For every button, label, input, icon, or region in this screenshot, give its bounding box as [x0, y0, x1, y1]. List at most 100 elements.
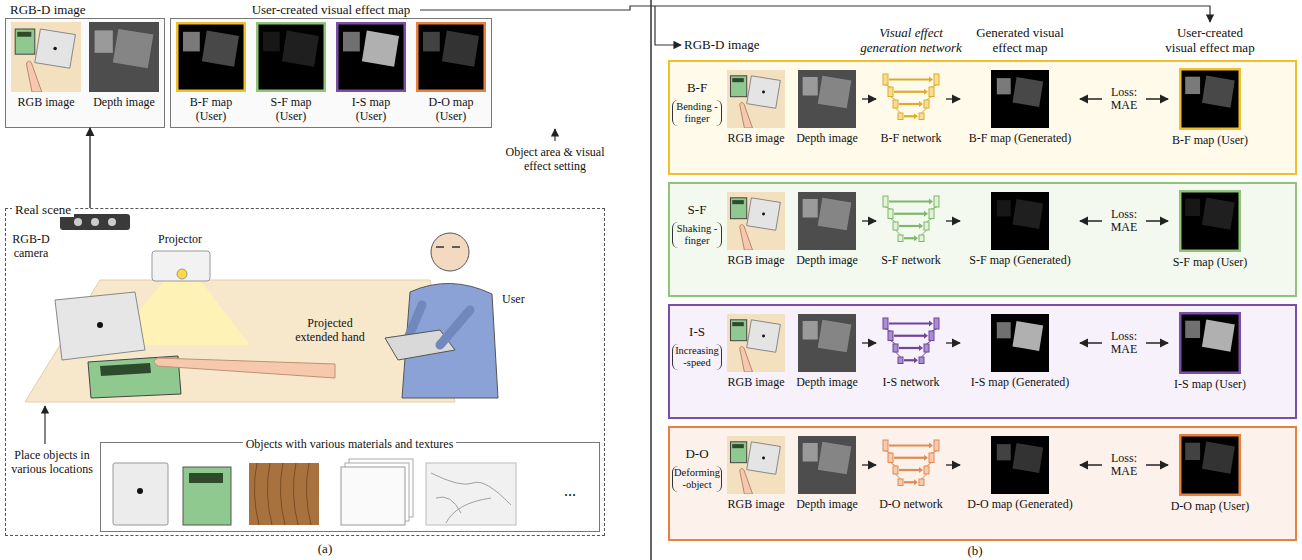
effect-map: I-S map (User): [334, 22, 408, 123]
edge-label: Loss: MAE: [1102, 86, 1146, 112]
skip-arrow-head: [924, 211, 928, 217]
network-block: B-F network: [876, 70, 946, 145]
skip-arrow: [894, 335, 925, 337]
thumbnail-image: [11, 22, 81, 92]
panel-heading: RGB-D image: [10, 2, 164, 17]
decoder-block: [919, 235, 924, 242]
encoder-block: [898, 113, 903, 120]
heading-holder: Objects with various materials and textu…: [101, 434, 599, 452]
projected-arm: [154, 358, 335, 378]
effect-map: S-F map (User): [1168, 190, 1252, 269]
marble-vein: [431, 473, 511, 523]
image-caption: D-O map (User): [1168, 499, 1252, 513]
decoder-block: [919, 479, 924, 486]
up-link: [922, 474, 927, 479]
image-caption: I-S map (Generated): [960, 375, 1080, 389]
depth-object: [803, 443, 818, 462]
thumbnail-image: [991, 192, 1049, 250]
objects-box: Objects with various materials and textu…: [100, 442, 600, 532]
map-ground: [991, 192, 1049, 250]
encoder-block: [893, 344, 898, 352]
connector-arrow: [862, 220, 876, 221]
image-caption: B-F map (Generated): [960, 131, 1080, 145]
finger: [740, 468, 753, 494]
image-thumbnail: RGB image: [9, 22, 83, 109]
skip-arrow-head: [924, 455, 928, 461]
encoder-block: [888, 453, 893, 463]
encoder-block: [893, 222, 898, 230]
network-diagram: [879, 436, 943, 494]
projector-lens: [177, 269, 187, 279]
encoder-block: [893, 466, 898, 474]
network-diagram: [879, 314, 943, 372]
panel-heading: User-created visual effect map: [171, 2, 491, 17]
skip-arrow-head: [919, 101, 923, 107]
skip-arrow: [889, 444, 930, 446]
connector-arrow: [946, 342, 960, 343]
depth-object: [818, 76, 852, 108]
effect-map: I-S map (User): [1168, 312, 1252, 391]
skip-arrow-head: [914, 235, 918, 241]
image-thumbnail: RGB image: [724, 70, 788, 145]
image-caption: RGB image: [9, 95, 83, 109]
map-area: [263, 32, 280, 52]
map-ground: [416, 22, 486, 92]
map-area: [183, 32, 200, 52]
skip-arrow: [894, 457, 925, 459]
skip-arrow: [899, 103, 920, 105]
decoder-block: [924, 466, 929, 474]
wood-grain: [280, 463, 285, 525]
decoder-block: [934, 74, 939, 85]
place-arrow: [44, 406, 45, 444]
map-area: [362, 30, 399, 66]
heading-holder: RGB-D image: [10, 2, 164, 17]
book-band: [189, 473, 223, 483]
encoder-block: [883, 196, 888, 207]
map-area: [343, 32, 360, 52]
setting-arrow: [554, 129, 555, 141]
map-area: [997, 322, 1011, 338]
image-ground: [727, 314, 785, 372]
map-area: [1202, 75, 1235, 107]
image-caption: RGB image: [724, 253, 788, 267]
column-heading: User-created visual effect map: [1160, 25, 1260, 55]
map-area: [442, 30, 479, 66]
map-area: [1012, 199, 1043, 229]
skip-arrow-head: [919, 223, 923, 229]
connector-arrow: [946, 98, 960, 99]
image-thumbnail: RGB image: [724, 314, 788, 389]
skip-arrow: [904, 237, 915, 239]
map-ground: [991, 314, 1049, 372]
skip-arrow-head: [929, 77, 933, 83]
scene-frame: Real sceneObjects with various materials…: [5, 208, 605, 536]
laptop-tile: [747, 76, 781, 108]
connector-arrow: [862, 98, 876, 99]
down-link: [896, 352, 901, 357]
map-border: [337, 23, 405, 91]
skip-arrow: [904, 481, 915, 483]
skip-arrow-head: [919, 467, 923, 473]
image-caption: B-F map (User): [1168, 133, 1252, 147]
image-caption: RGB image: [724, 131, 788, 145]
thumbnail-image: [1179, 312, 1241, 374]
encoder-block: [883, 440, 888, 451]
effect-name: I-S: [671, 324, 723, 340]
connector-arrow: [89, 128, 90, 208]
flow-line: [420, 6, 1210, 22]
skip-arrow-head: [914, 479, 918, 485]
book-band: [732, 444, 744, 448]
thumbnail-image: [798, 70, 856, 128]
decoder-block: [919, 357, 924, 364]
connector-arrow: [862, 464, 876, 465]
heading-holder: Real scene: [12, 200, 74, 218]
decoder-block: [929, 453, 934, 463]
effect-map: D-O map (Generated): [960, 436, 1080, 511]
scene-heading: Real scene: [12, 202, 74, 217]
effect-name: S-F: [671, 202, 723, 218]
effect-name: Deforming -object: [672, 466, 722, 492]
depth-ground: [798, 436, 856, 494]
laptop-tile: [35, 29, 76, 68]
encoder-block: [888, 87, 893, 97]
thumbnail-image: [991, 436, 1049, 494]
book-tile: [730, 442, 746, 463]
